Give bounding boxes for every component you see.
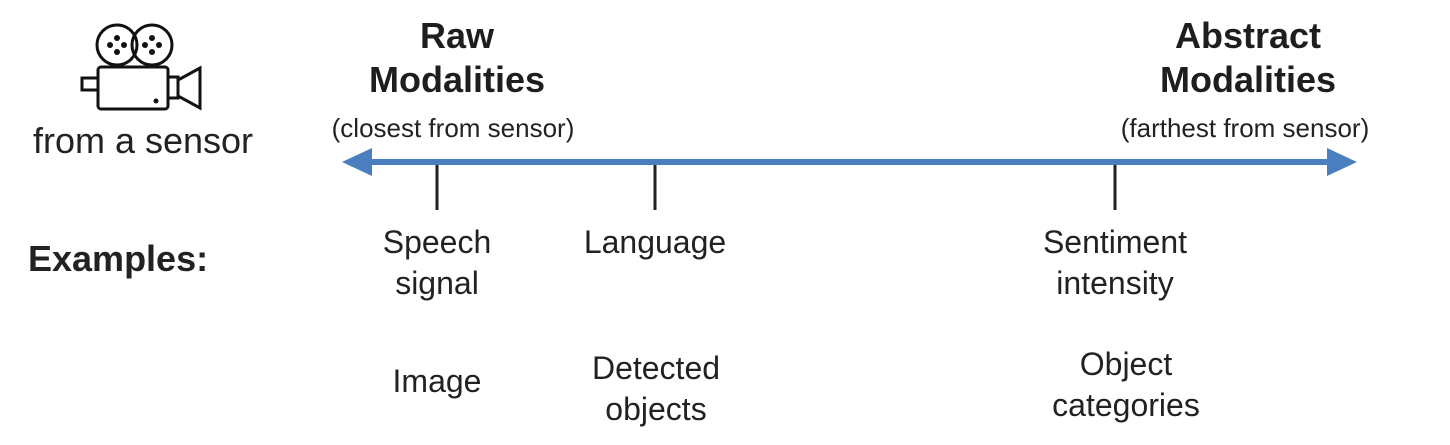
raw-title-line1: Raw (419, 15, 495, 56)
example-text: objects (605, 391, 707, 427)
example-text: Sentiment (1042, 224, 1188, 260)
example-text: intensity (1056, 265, 1174, 301)
example-text: Speech (382, 224, 492, 260)
abstract-modalities-heading: Abstract Modalities (1160, 14, 1336, 102)
example-text: Detected (591, 350, 721, 386)
camera-reel-dots (107, 35, 162, 104)
example-speech-signal: Speech signal (383, 222, 492, 304)
abstract-title-line1: Abstract (1174, 15, 1322, 56)
raw-title-line2: Modalities (368, 59, 546, 100)
example-sentiment-intensity: Sentiment intensity (1043, 222, 1187, 304)
abstract-title-line2: Modalities (1159, 59, 1337, 100)
example-text: categories (1052, 387, 1200, 423)
example-text: signal (395, 265, 479, 301)
example-object-categories: Object categories (1052, 344, 1200, 426)
examples-label: Examples: (28, 238, 209, 279)
right-arrowhead (1327, 148, 1357, 176)
raw-modalities-heading: Raw Modalities (369, 14, 545, 102)
sensor-label: from a sensor (32, 120, 254, 161)
example-detected-objects: Detected objects (592, 348, 720, 430)
example-image: Image (393, 361, 482, 402)
raw-modalities-subtitle: (closest from sensor) (331, 113, 575, 143)
example-text: Language (583, 224, 727, 260)
left-arrowhead (342, 148, 372, 176)
example-text: Object (1079, 346, 1173, 382)
video-camera-icon (80, 23, 202, 111)
example-text: Image (392, 363, 482, 399)
abstract-modalities-subtitle: (farthest from sensor) (1120, 113, 1370, 143)
example-language: Language (584, 222, 726, 263)
